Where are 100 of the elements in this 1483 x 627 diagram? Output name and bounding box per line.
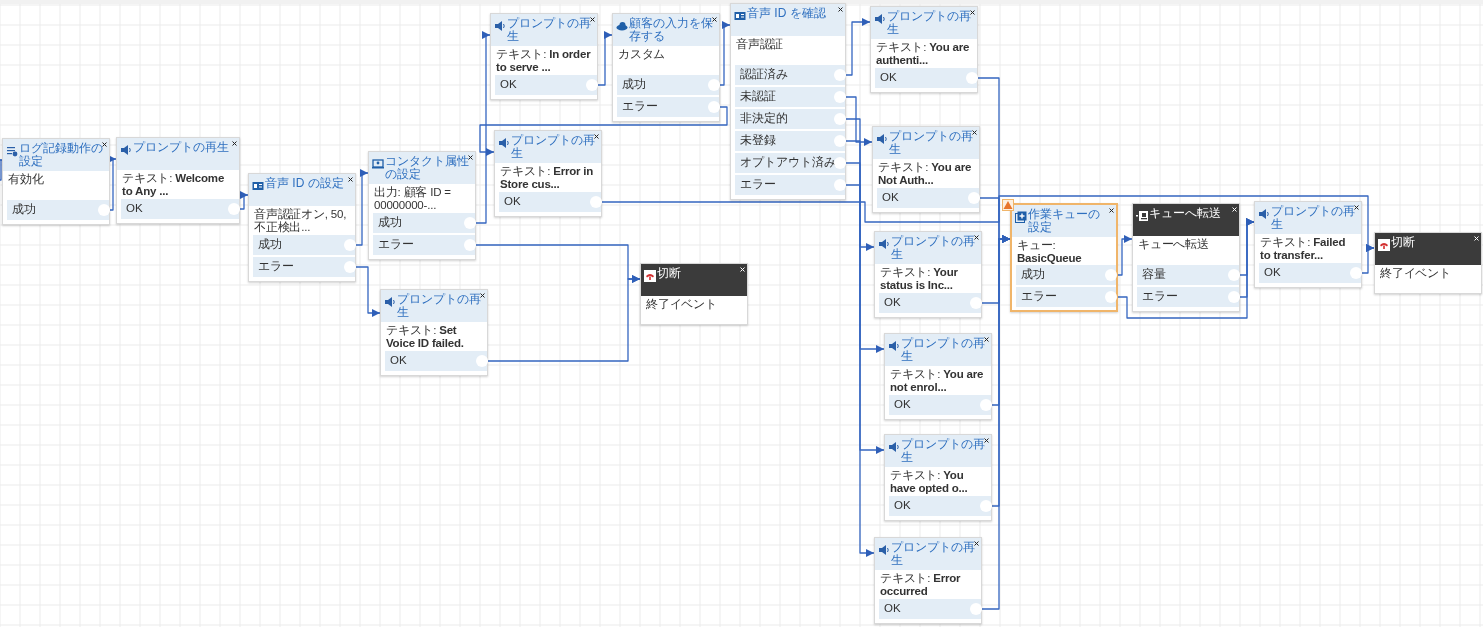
block-title: キューへ転送: [1149, 207, 1222, 220]
block-text: テキスト: Your status is Inc...: [880, 266, 959, 291]
port-label: 未認証: [740, 90, 776, 103]
flow-block: [612, 13, 720, 122]
port-label: OK: [1264, 266, 1281, 279]
block-text: 音声認証: [736, 38, 785, 51]
connector-arrow: [719, 21, 731, 86]
block-title: 音声 ID を確認: [747, 7, 827, 20]
connector-arrow: [1117, 235, 1133, 276]
block-text: テキスト: You are authenti...: [876, 41, 971, 66]
port-label: 非決定的: [740, 112, 788, 125]
output-port: [889, 496, 991, 516]
port-label: エラー: [378, 238, 414, 251]
port-label: エラー: [1021, 290, 1057, 303]
flow-block: [870, 6, 978, 93]
output-port: [373, 235, 475, 255]
port-label: 成功: [258, 238, 282, 251]
flow-block: [494, 130, 602, 217]
port-label: OK: [884, 296, 901, 309]
connector-arrow: [1361, 244, 1375, 274]
connector-arrow: [1239, 218, 1255, 298]
flow-block: [368, 151, 476, 260]
flow-block: [116, 137, 240, 224]
output-port: [1137, 265, 1239, 285]
flow-block: [874, 231, 982, 318]
port-label: 成功: [1021, 268, 1045, 281]
connector-arrow: [355, 266, 381, 317]
flow-block: [884, 434, 992, 521]
block-text: 終了イベント: [1380, 267, 1452, 280]
connector-arrow: [845, 140, 885, 353]
output-port: [617, 75, 719, 95]
port-label: エラー: [258, 260, 294, 273]
block-text: カスタム: [618, 48, 667, 61]
connector-arrow: [845, 184, 875, 557]
output-port: [253, 257, 355, 277]
connector-arrow: [239, 191, 249, 210]
block-title: プロンプトの再生: [891, 541, 976, 567]
output-port: [889, 395, 991, 415]
port-label: OK: [504, 195, 521, 208]
block-title: 切断: [1391, 236, 1416, 249]
flow-block: [490, 13, 598, 100]
output-port: [1137, 287, 1239, 307]
port-label: OK: [894, 398, 911, 411]
block-title: プロンプトの再生: [133, 141, 230, 154]
connector-arrow: [0, 156, 3, 181]
port-label: OK: [884, 602, 901, 615]
output-port: [617, 97, 719, 117]
flow-block: [1132, 203, 1240, 312]
block-text: テキスト: You have opted o...: [890, 469, 969, 494]
flow-block: [730, 3, 846, 200]
output-port: [879, 599, 981, 619]
output-port: [875, 68, 977, 88]
port-label: 成功: [622, 78, 646, 91]
output-port: [735, 175, 845, 195]
port-label: エラー: [740, 178, 776, 191]
block-text: テキスト: Welcome to Any ...: [122, 172, 226, 197]
block-text: テキスト: Error occurred: [880, 572, 962, 597]
block-title: 音声 ID の設定: [265, 177, 345, 190]
connector-arrow: [355, 169, 369, 246]
connector-arrow: [597, 31, 613, 86]
port-label: エラー: [1142, 290, 1178, 303]
port-label: オプトアウト済み: [740, 156, 836, 169]
block-title: 切断: [657, 267, 682, 280]
output-port: [1016, 265, 1116, 285]
connector-arrow: [845, 118, 875, 251]
connector-arrow: [475, 31, 491, 224]
flow-block: [884, 333, 992, 420]
output-port: [735, 109, 845, 129]
flow-block: [2, 138, 110, 225]
port-label: 成功: [12, 203, 36, 216]
output-port: [7, 200, 109, 220]
flow-block: [1374, 232, 1482, 294]
block-text: テキスト: You are not enrol...: [890, 368, 985, 393]
output-port: [1016, 287, 1116, 307]
output-port: [1259, 263, 1361, 283]
block-text: キュー: BasicQueue: [1017, 239, 1083, 264]
output-port: [495, 75, 597, 95]
output-port: [253, 235, 355, 255]
output-port: [373, 213, 475, 233]
flow-block: [640, 263, 748, 325]
block-text: テキスト: In order to serve ...: [496, 48, 592, 73]
output-port: [735, 153, 845, 173]
output-port: [735, 65, 845, 85]
flow-block: [874, 537, 982, 624]
port-label: エラー: [622, 100, 658, 113]
port-label: 未登録: [740, 134, 776, 147]
block-title: コンタクト属性の設定: [385, 155, 470, 181]
block-title: プロンプトの再生: [889, 130, 974, 156]
block-title: プロンプトの再生: [397, 293, 482, 319]
block-text: テキスト: You are Not Auth...: [878, 161, 973, 186]
connector-arrow: [845, 18, 871, 76]
output-port: [879, 293, 981, 313]
port-label: OK: [894, 499, 911, 512]
block-text: テキスト: Error in Store cus...: [500, 165, 595, 190]
block-text: 出力: 顧客 ID = 00000000-...: [374, 186, 452, 211]
block-title: プロンプトの再生: [511, 134, 596, 160]
flow-block: [380, 289, 488, 376]
block-title: プロンプトの再生: [507, 17, 592, 43]
port-label: 成功: [378, 216, 402, 229]
port-label: OK: [390, 354, 407, 367]
